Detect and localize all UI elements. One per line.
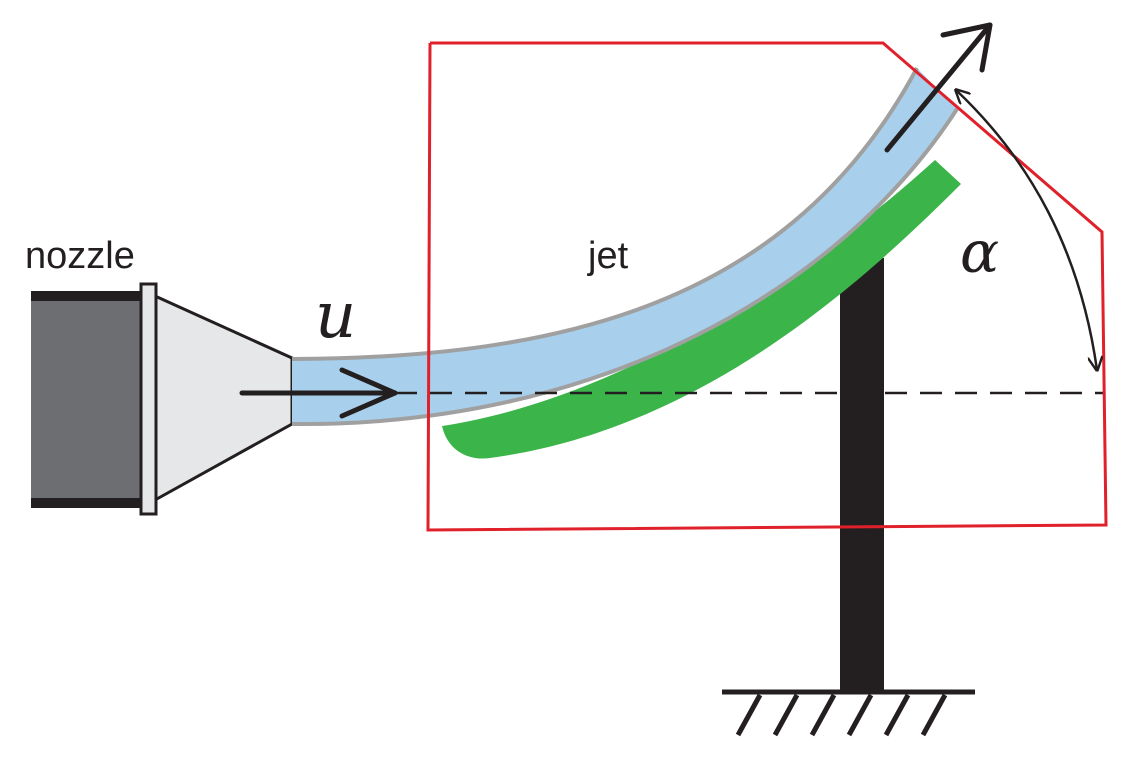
nozzle-cone: [153, 293, 294, 503]
angle-arc: [956, 90, 1097, 370]
nozzle-label: nozzle: [25, 235, 135, 277]
nozzle-flange: [139, 282, 158, 516]
inlet-velocity-arrow: [239, 367, 398, 419]
support-post: [840, 258, 884, 692]
jet-label: jet: [587, 235, 629, 277]
control-volume: [426, 41, 1108, 532]
deposit-layer: [442, 160, 961, 459]
outlet-velocity-arrow: [884, 22, 993, 153]
angle-symbol: α: [960, 218, 999, 286]
velocity-symbol: u: [315, 279, 356, 353]
ground-hatch: [722, 689, 975, 737]
nozzle: [31, 282, 294, 516]
nozzle-body: [31, 294, 141, 506]
jet-stream: [291, 67, 959, 427]
